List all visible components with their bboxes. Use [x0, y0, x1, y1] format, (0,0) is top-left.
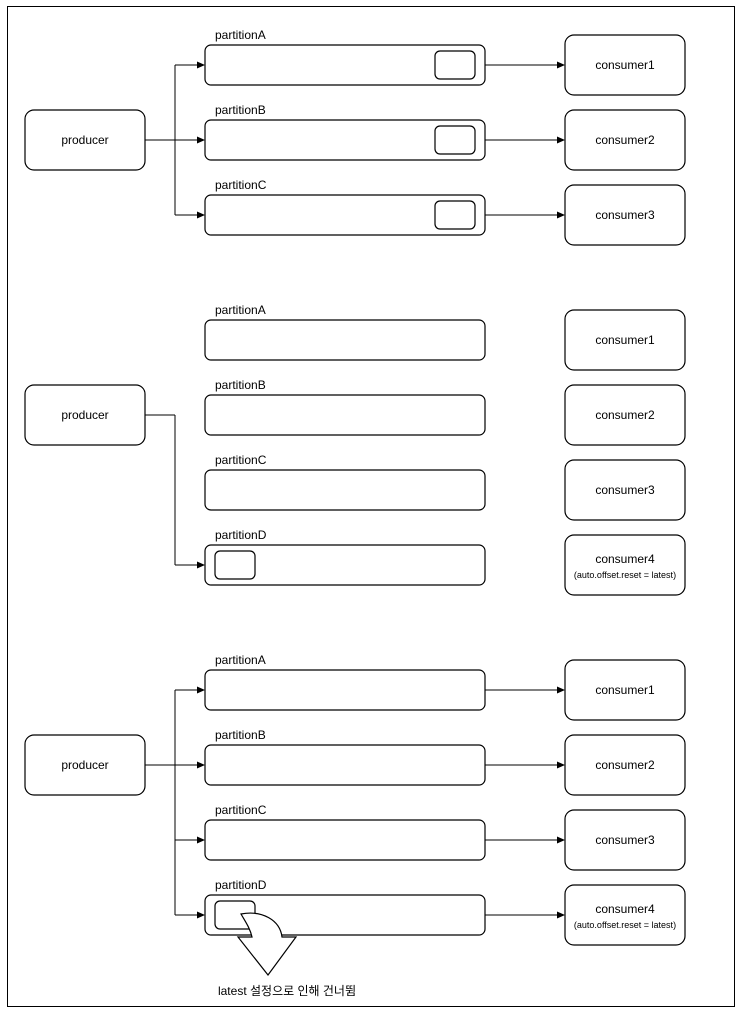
- consumer-arrowhead-b: [557, 136, 565, 144]
- consumer-arrowhead-a: [557, 686, 565, 694]
- producer-arrowhead-a: [197, 61, 205, 69]
- partition-label-d: partitionD: [215, 878, 267, 892]
- producer-arrowhead-c: [197, 211, 205, 219]
- partition-label-a: partitionA: [215, 303, 266, 317]
- consumer-arrowhead-c: [557, 836, 565, 844]
- producer-label: producer: [61, 408, 108, 422]
- partition-label-b: partitionB: [215, 728, 266, 742]
- consumer-note-4: (auto.offset.reset = latest): [574, 920, 676, 930]
- consumer-label-2: consumer2: [595, 133, 655, 147]
- consumer-note-4: (auto.offset.reset = latest): [574, 570, 676, 580]
- consumer-arrowhead-d: [557, 911, 565, 919]
- partition-label-d: partitionD: [215, 528, 267, 542]
- partition-box-b: [204, 744, 486, 786]
- consumer-label-1: consumer1: [595, 58, 655, 72]
- partition-label-a: partitionA: [215, 28, 266, 42]
- producer-arrowhead-d: [197, 561, 205, 569]
- skip-arrow-icon: [236, 912, 298, 976]
- consumer-box-2: [564, 384, 686, 446]
- consumer-arrowhead-a: [557, 61, 565, 69]
- consumer-label-1: consumer1: [595, 683, 655, 697]
- partition-box-a: [204, 319, 486, 361]
- consumer-box-3: [564, 459, 686, 521]
- producer-arrowhead-c: [197, 836, 205, 844]
- producer-arrowhead-b: [197, 136, 205, 144]
- consumer-label-4: consumer4: [595, 902, 655, 916]
- message-block-c: [434, 200, 476, 230]
- partition-label-c: partitionC: [215, 453, 267, 467]
- partition-box-b: [204, 394, 486, 436]
- partition-box-c: [204, 469, 486, 511]
- partition-label-a: partitionA: [215, 653, 266, 667]
- skip-note: latest 설정으로 인해 건너뜀: [218, 984, 356, 998]
- partition-label-c: partitionC: [215, 178, 267, 192]
- message-block-a: [434, 50, 476, 80]
- consumer-box-4: [564, 534, 686, 596]
- producer-label: producer: [61, 758, 108, 772]
- partition-label-b: partitionB: [215, 103, 266, 117]
- consumer-label-2: consumer2: [595, 758, 655, 772]
- consumer-arrowhead-b: [557, 761, 565, 769]
- consumer-arrowhead-c: [557, 211, 565, 219]
- partition-label-b: partitionB: [215, 378, 266, 392]
- producer-arrowhead-d: [197, 911, 205, 919]
- consumer-label-3: consumer3: [595, 833, 655, 847]
- message-block-b: [434, 125, 476, 155]
- partition-label-c: partitionC: [215, 803, 267, 817]
- consumer-label-4: consumer4: [595, 552, 655, 566]
- consumer-label-3: consumer3: [595, 208, 655, 222]
- diagram-content: producer partitionA consumer1 partitionB con…: [24, 28, 686, 998]
- partition-box-c: [204, 819, 486, 861]
- consumer-label-2: consumer2: [595, 408, 655, 422]
- section-2: producer partitionA consumer1 partitionB con…: [24, 303, 686, 596]
- section-3: producer partitionA consumer1 partitionB con…: [24, 653, 686, 998]
- producer-label: producer: [61, 133, 108, 147]
- message-block-d: [214, 550, 256, 580]
- consumer-label-3: consumer3: [595, 483, 655, 497]
- producer-arrowhead-b: [197, 761, 205, 769]
- partition-box-a: [204, 669, 486, 711]
- consumer-label-1: consumer1: [595, 333, 655, 347]
- section-1: producer partitionA consumer1 partitionB con…: [24, 28, 686, 246]
- consumer-box-1: [564, 309, 686, 371]
- producer-arrowhead-a: [197, 686, 205, 694]
